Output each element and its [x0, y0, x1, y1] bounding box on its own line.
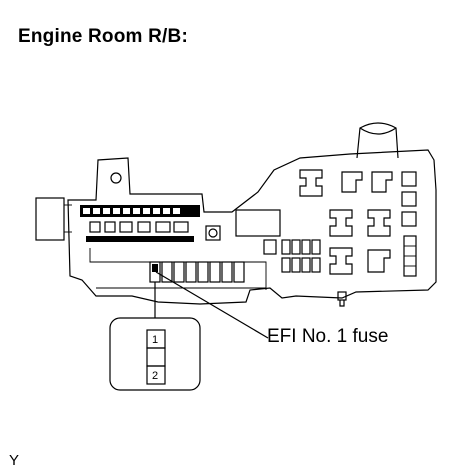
fuse-row-middle — [86, 221, 194, 242]
fuse-row-bottom — [149, 261, 245, 283]
terminal-1-label: 1 — [152, 334, 158, 346]
square-connector — [205, 225, 221, 241]
relay-block-mid — [235, 209, 281, 237]
page-title: Engine Room R/B: — [18, 26, 188, 47]
terminal-2-label: 2 — [152, 370, 158, 382]
terminal-callout: 1 2 — [109, 317, 201, 391]
relay-sockets — [299, 169, 393, 275]
left-tab — [35, 197, 72, 241]
callout-leader-label — [155, 271, 269, 339]
fuse-column-right — [401, 171, 417, 277]
mount-hole — [110, 172, 122, 184]
fuse-row-top — [80, 205, 200, 217]
bottom-bolt — [337, 291, 347, 307]
inner-panel — [89, 248, 267, 290]
fuse-grid-right — [263, 239, 321, 273]
housing-outline — [67, 149, 437, 305]
efi-fuse-label: EFI No. 1 fuse — [267, 326, 389, 347]
top-boss — [356, 122, 399, 159]
figure-code: Y — [9, 452, 20, 469]
